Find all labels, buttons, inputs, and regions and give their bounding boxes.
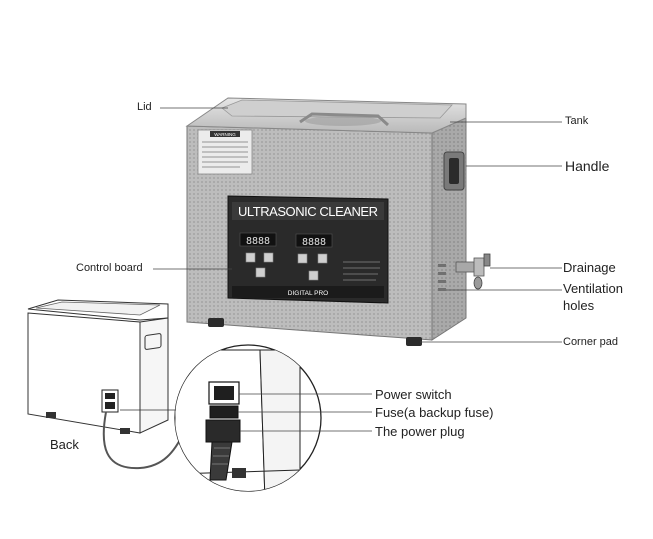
- label-corner-pad: Corner pad: [563, 336, 619, 348]
- warning-label-title: WARNING: [214, 132, 236, 137]
- label-back: Back: [50, 437, 79, 452]
- display-time-value: 8888: [246, 236, 270, 247]
- label-drainage: Drainage: [563, 260, 616, 275]
- panel-button-time-up[interactable]: [263, 252, 274, 263]
- zoom-fuse[interactable]: [209, 405, 239, 419]
- lid-handle: [299, 112, 390, 127]
- panel-button-temp-down[interactable]: [297, 253, 308, 264]
- ventilation-holes: [438, 264, 446, 291]
- tank-side: [431, 117, 467, 341]
- zoom-detail: [120, 344, 322, 492]
- panel-button-temp-up[interactable]: [317, 253, 328, 264]
- display-time: [239, 232, 277, 247]
- back-view: [27, 299, 187, 470]
- label-power-switch: Power switch: [375, 387, 452, 402]
- back-tank-body: [27, 312, 141, 434]
- main-unit: WARNING ULTRASONIC CLEANER 8888 8888: [185, 97, 491, 346]
- display-temp-value: 8888: [302, 237, 326, 248]
- corner-pad-right: [406, 337, 422, 346]
- device-brand: DIGITAL PRO: [288, 290, 328, 297]
- label-ventilation-line2: holes: [563, 298, 595, 313]
- back-power-cord: [102, 411, 187, 470]
- label-handle: Handle: [565, 158, 610, 174]
- label-power-plug: The power plug: [375, 424, 465, 439]
- label-ventilation-line1: Ventilation: [563, 281, 623, 296]
- display-temp: [295, 233, 333, 248]
- device-title: ULTRASONIC CLEANER: [238, 204, 378, 219]
- corner-pad-left: [208, 318, 224, 327]
- panel-button-degas[interactable]: [308, 270, 319, 281]
- label-control-board: Control board: [76, 262, 143, 274]
- drainage-valve: [455, 253, 491, 290]
- panel-buttons: [245, 252, 328, 281]
- panel-button-start[interactable]: [255, 267, 266, 278]
- leader-lines: [153, 107, 562, 432]
- label-lid: Lid: [137, 101, 152, 113]
- panel-button-time-down[interactable]: [245, 252, 256, 263]
- zoom-power-plug[interactable]: [205, 419, 241, 443]
- label-fuse: Fuse(a backup fuse): [375, 405, 494, 420]
- control-board: [227, 195, 389, 304]
- label-tank: Tank: [565, 115, 589, 127]
